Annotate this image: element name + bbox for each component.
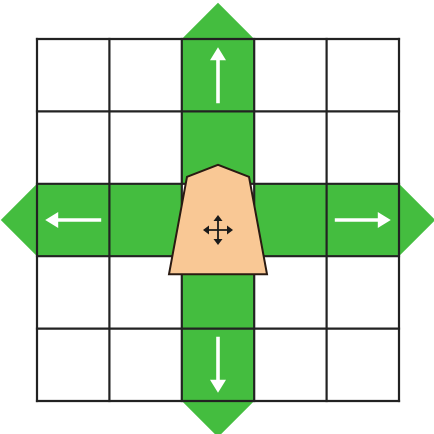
empty-square	[326, 39, 399, 112]
empty-square	[37, 39, 110, 112]
empty-square	[254, 328, 327, 401]
direction-tip-right	[399, 183, 434, 257]
move-square	[254, 183, 327, 257]
piece	[167, 163, 269, 276]
marker-arrowhead	[213, 239, 223, 245]
empty-square	[109, 328, 182, 401]
empty-square	[37, 111, 110, 184]
empty-square	[37, 328, 110, 401]
arrow-up-icon	[210, 47, 226, 104]
direction-tip-down	[181, 401, 255, 434]
arrow-right-icon	[334, 212, 391, 228]
four-way-move-icon	[203, 215, 233, 245]
arrow-left-icon	[45, 212, 102, 228]
empty-square	[37, 256, 110, 329]
empty-square	[326, 111, 399, 184]
empty-square	[254, 39, 327, 112]
move-square	[109, 183, 182, 257]
arrow-down-icon	[210, 336, 226, 393]
empty-square	[326, 328, 399, 401]
direction-tip-left	[0, 183, 38, 257]
empty-square	[109, 39, 182, 112]
marker-arrowhead	[203, 225, 209, 235]
shogi-piece	[167, 163, 269, 276]
empty-square	[109, 111, 182, 184]
marker-arrowhead	[213, 215, 223, 221]
marker-arrowhead	[227, 225, 233, 235]
direction-tip-up	[181, 2, 255, 40]
empty-square	[326, 256, 399, 329]
empty-square	[254, 111, 327, 184]
move-arrows	[45, 47, 391, 393]
